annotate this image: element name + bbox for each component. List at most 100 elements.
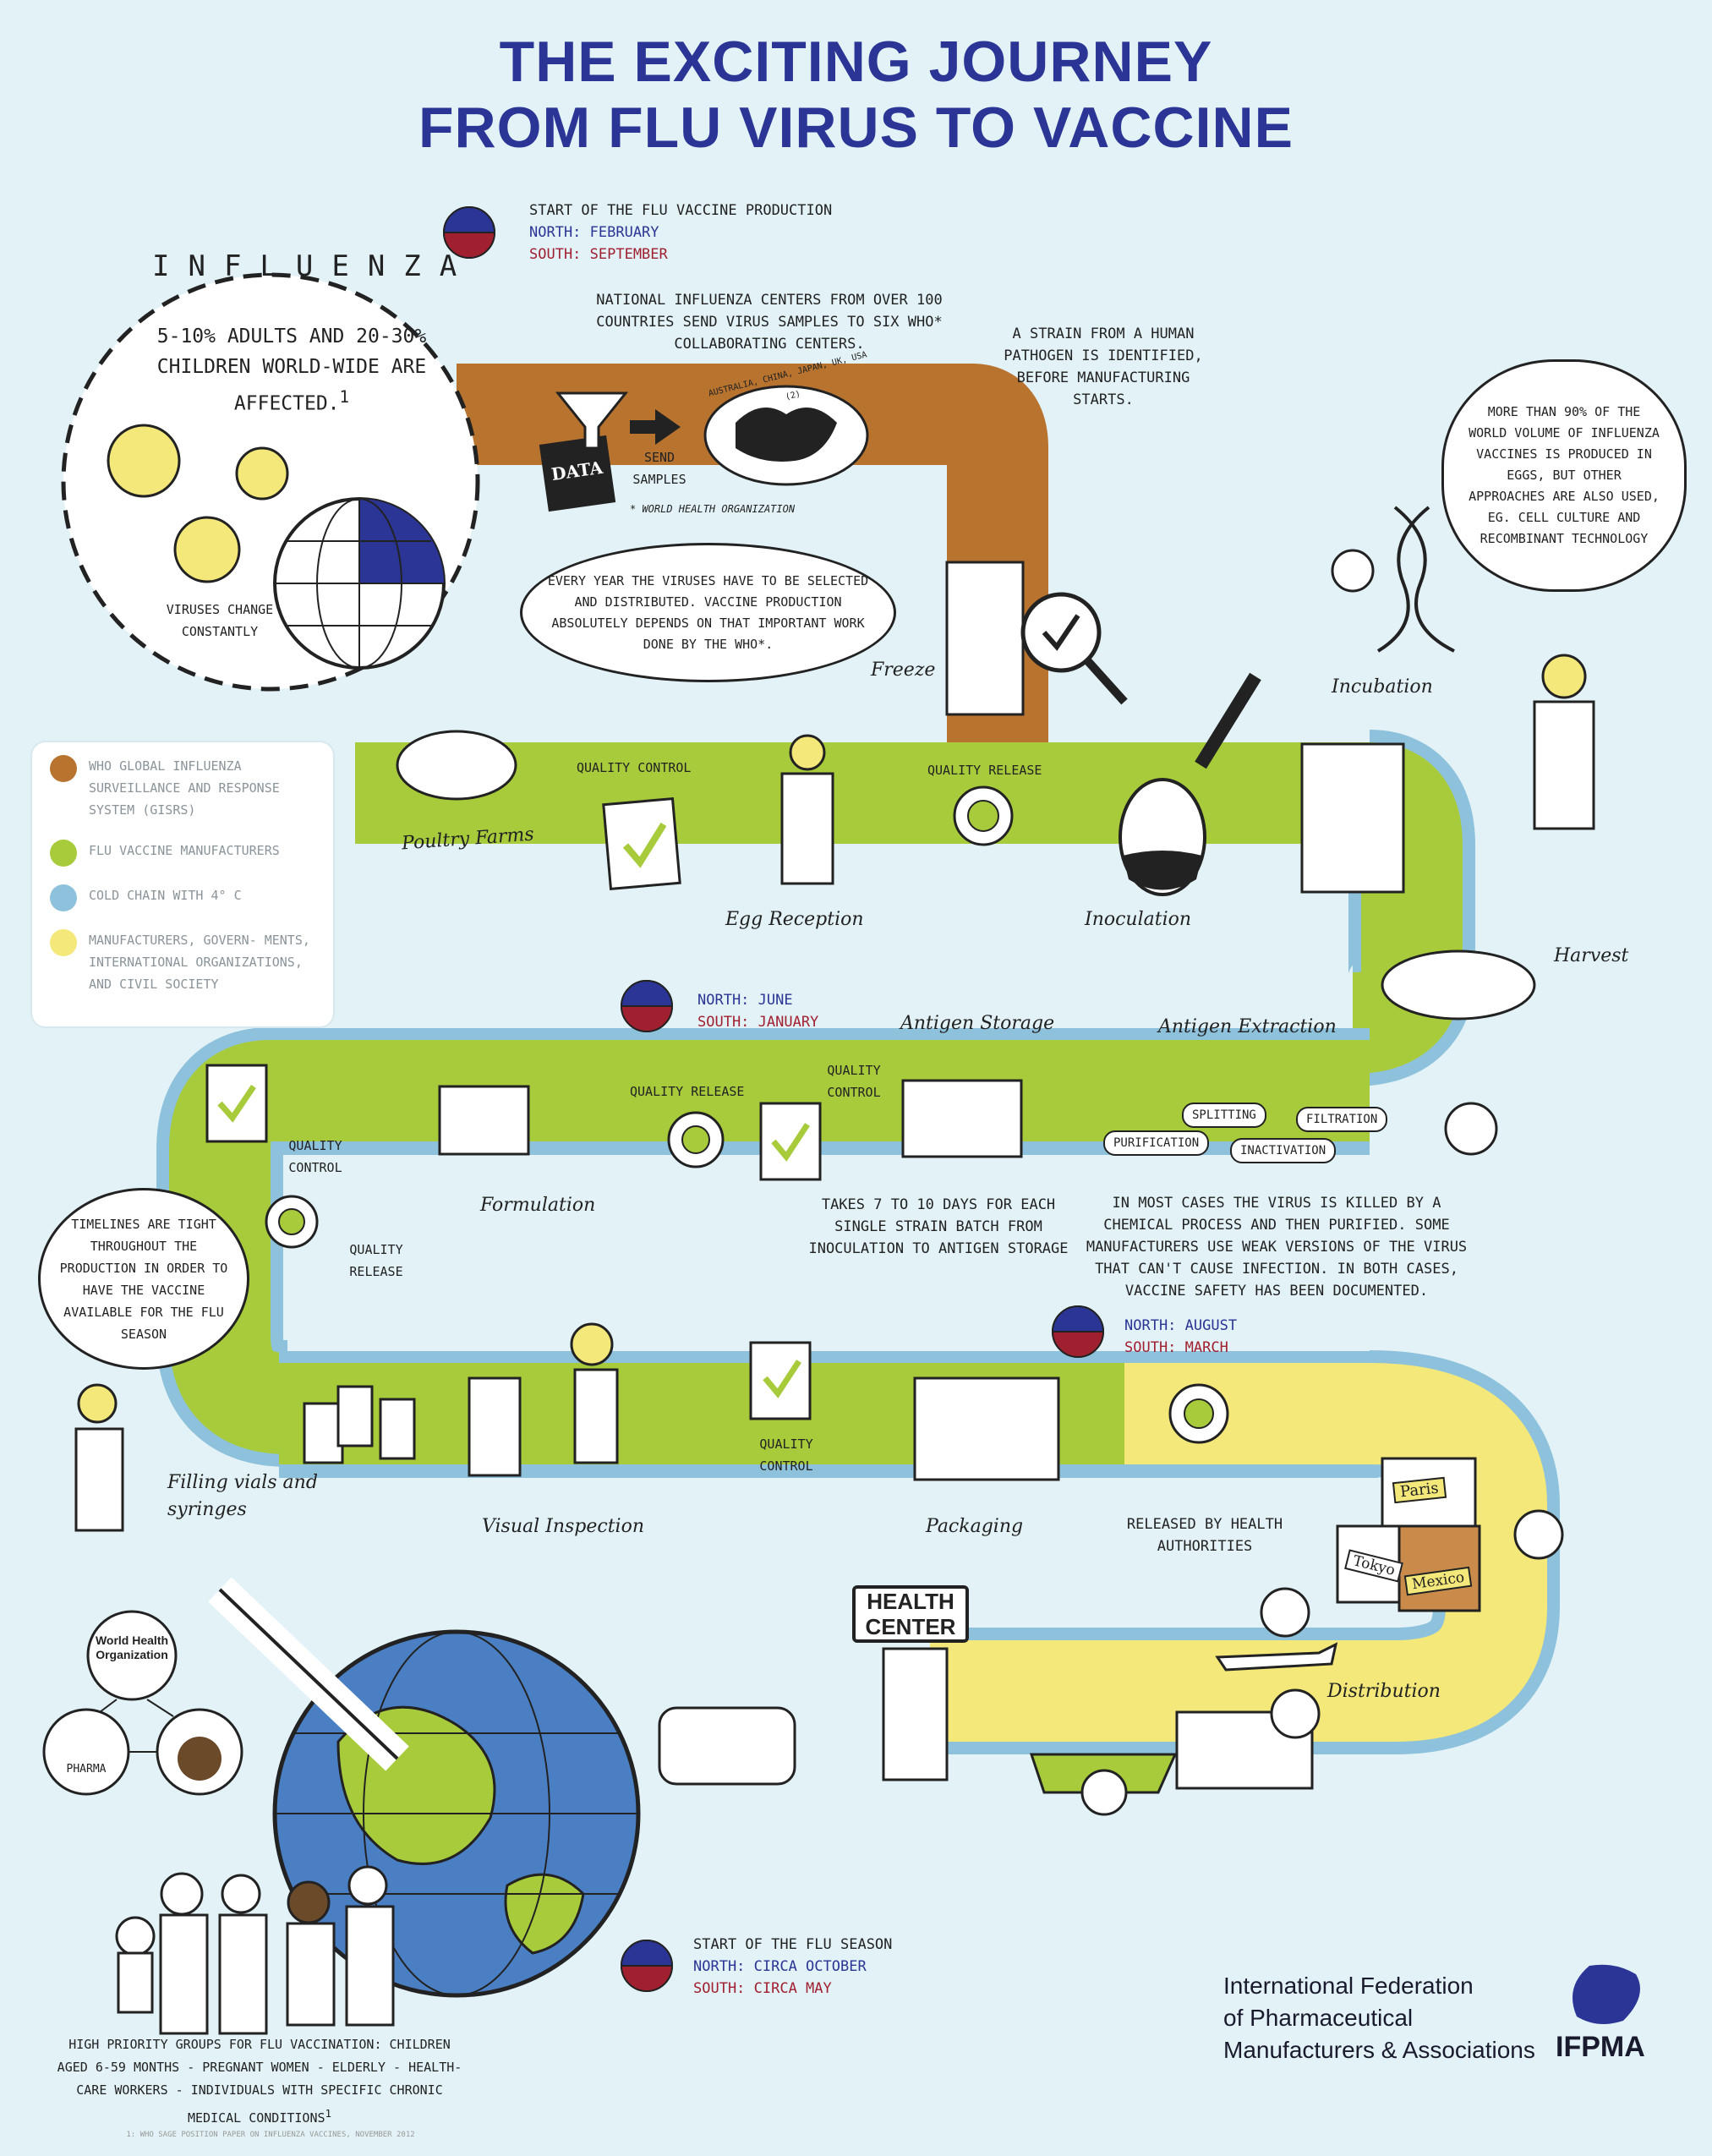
quality-control-2: QUALITY CONTROL [827,1063,881,1100]
step-distribution: Distribution [1327,1681,1441,1702]
data-book-icon [539,435,616,512]
pharma-label: PHARMA [66,1763,107,1776]
step-egg-reception: Egg Reception [725,909,864,930]
influenza-stat-text: 5-10% ADULTS AND 20-30% CHILDREN WORLD-W… [156,326,427,415]
chicken-nest-icon [396,730,517,801]
august-note: NORTH: AUGUST SOUTH: MARCH [1124,1315,1237,1359]
june-south: SOUTH: JANUARY [697,1014,819,1031]
quality-release-2: QUALITY RELEASE [630,1084,745,1099]
legend-item-gisrs: WHO GLOBAL INFLUENZA SURVEILLANCE AND RE… [50,755,317,821]
eggs-speech-bubble: MORE THAN 90% OF THE WORLD VOLUME OF INF… [1441,359,1687,592]
health-center-door-icon [882,1647,949,1781]
ifpma-logo-icon [1573,1964,1640,2024]
egg-worker-figure [780,734,834,885]
clipboard-check-icon-4 [749,1341,812,1420]
influenza-arc-text: INFLUENZA [152,249,476,283]
flu-season-south: SOUTH: CIRCA MAY [693,1980,832,1997]
clipboard-check-icon-3 [205,1064,268,1143]
step-visual-inspection: Visual Inspection [482,1516,645,1537]
who-bubble-text: EVERY YEAR THE VIRUSES HAVE TO BE SELECT… [547,572,869,652]
step-antigen-extraction: Antigen Extraction [1158,1016,1337,1037]
magnifier-check-icon [1020,592,1102,673]
send-samples-label: SEND SAMPLES [632,450,686,487]
start-production-north: NORTH: FEBRUARY [529,224,659,241]
strain-identified-text: A STRAIN FROM A HUMAN PATHOGEN IS IDENTI… [1004,326,1203,408]
scientist-figure [1533,654,1595,830]
arrow-right-icon [630,409,681,445]
globe-badge-icon-3 [1051,1305,1105,1358]
step-incubation: Incubation [1332,676,1433,698]
health-center-sign: HEALTH CENTER [852,1585,969,1643]
step-packaging: Packaging [926,1516,1024,1537]
purification-tag: PURIFICATION [1103,1130,1210,1156]
filtration-tag: FILTRATION [1296,1107,1388,1132]
globe-badge-icon-4 [620,1940,674,1992]
legend-dot-green [50,840,77,867]
legend-item-manufacturers: FLU VACCINE MANUFACTURERS [50,840,317,867]
who-circle [86,1610,178,1701]
globe-badge-icon-2 [620,980,674,1032]
clipboard-check-icon [602,796,681,891]
footnote-text: 1: WHO SAGE POSITION PAPER ON INFLUENZA … [126,2131,415,2139]
days-note: TAKES 7 TO 10 DAYS FOR EACH SINGLE STRAI… [808,1196,1069,1257]
step-inoculation: Inoculation [1085,909,1192,930]
virus-killed-note: IN MOST CASES THE VIRUS IS KILLED BY A C… [1086,1195,1468,1300]
van-icon [658,1706,796,1786]
page-title: THE EXCITING JOURNEY FROM FLU VIRUS TO V… [0,29,1712,161]
start-production-south: SOUTH: SEPTEMBER [529,246,668,263]
flu-season-note: START OF THE FLU SEASON NORTH: CIRCA OCT… [693,1934,892,2000]
org-line-3: Manufacturers & Associations [1223,2037,1535,2063]
org-line-2: of Pharmaceutical [1223,2005,1414,2031]
freezer-icon [945,561,1025,716]
dna-icon [1393,506,1455,653]
clipboard-check-icon-2 [759,1102,822,1181]
priority-groups-note: 1 [325,2107,332,2120]
family-figures [115,1865,395,2035]
flu-season-north: NORTH: CIRCA OCTOBER [693,1958,867,1975]
priority-groups: HIGH PRIORITY GROUPS FOR FLU VACCINATION… [52,2033,467,2130]
august-south: SOUTH: MARCH [1124,1339,1228,1356]
quality-release-1: QUALITY RELEASE [927,763,1042,778]
legend-item-stakeholders: MANUFACTURERS, GOVERN- MENTS, INTERNATIO… [50,929,317,995]
org-line-1: International Federation [1223,1973,1474,1999]
legend-dot-brown [50,755,77,782]
funnel-icon [555,391,629,450]
eggs-bubble-text: MORE THAN 90% OF THE WORLD VOLUME OF INF… [1469,404,1660,546]
title-line-1: THE EXCITING JOURNEY [499,30,1213,94]
airplane-icon [1215,1642,1338,1672]
step-harvest: Harvest [1554,945,1629,966]
start-production-label: START OF THE FLU VACCINE PRODUCTION [529,202,833,219]
globe-icon [273,497,446,670]
legend: WHO GLOBAL INFLUENZA SURVEILLANCE AND RE… [32,742,333,1026]
quality-control-4: QUALITY CONTROL [759,1436,813,1474]
inspector-figure [570,1322,619,1464]
virus-icon [107,424,289,583]
inactivation-tag: INACTIVATION [1230,1138,1337,1163]
doctor-figure [74,1383,124,1532]
start-production-note: START OF THE FLU VACCINE PRODUCTION NORT… [529,200,935,265]
step-antigen-storage: Antigen Storage [900,1013,1055,1034]
treasure-chest-icon [901,1079,1023,1158]
legend-item-cold-chain: COLD CHAIN WITH 4° C [50,884,317,911]
globe-badge-icon [442,206,496,259]
flu-season-label: START OF THE FLU SEASON [693,1936,893,1953]
vials-icon [303,1376,522,1477]
timelines-speech-bubble: TIMELINES ARE TIGHT THROUGHOUT THE PRODU… [38,1188,249,1370]
step-formulation: Formulation [480,1195,596,1216]
formulation-tub-icon [438,1085,530,1156]
thermometer-icon [1080,1102,1564,1816]
title-line-2: FROM FLU VIRUS TO VACCINE [418,96,1294,160]
splitting-tag: SPLITTING [1182,1103,1266,1128]
package-box-icon [913,1376,1060,1481]
who-org-label: World Health Organization [95,1633,169,1661]
legend-dot-yellow [50,929,77,956]
legend-label-cold-chain: COLD CHAIN WITH 4° C [89,888,242,903]
national-centers-text: NATIONAL INFLUENZA CENTERS FROM OVER 100… [596,292,943,353]
released-by-authorities: RELEASED BY HEALTH AUTHORITIES [1126,1516,1283,1555]
who-footnote: * WORLD HEALTH ORGANIZATION [630,503,796,515]
june-note: NORTH: JUNE SOUTH: JANUARY [697,989,818,1033]
influenza-stat-note: 1 [339,387,350,407]
legend-label-manufacturers: FLU VACCINE MANUFACTURERS [89,843,280,858]
incubator-icon [1300,742,1405,894]
